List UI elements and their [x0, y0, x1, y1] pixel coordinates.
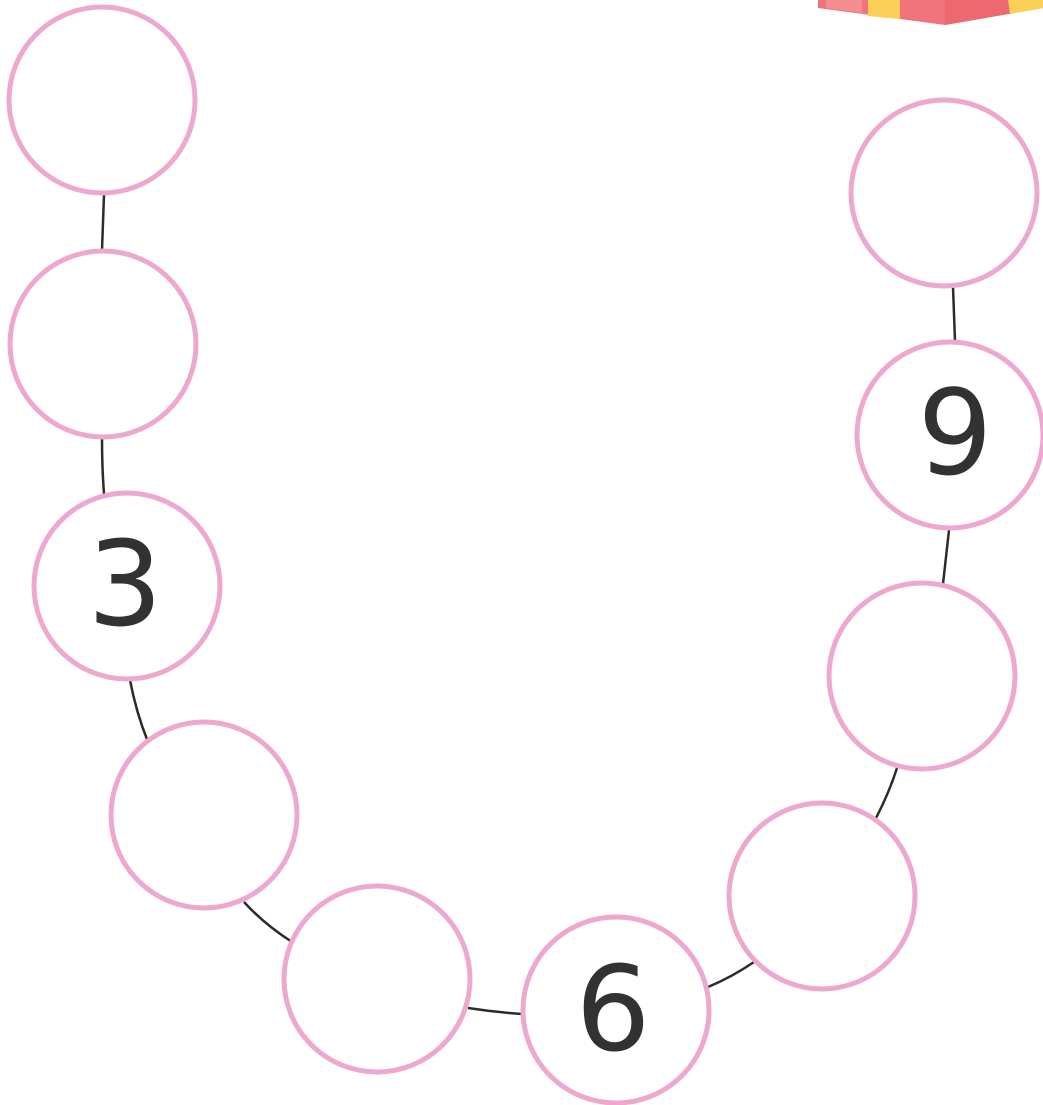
- string-segment: [244, 902, 292, 942]
- string-segment: [130, 680, 148, 742]
- bead[interactable]: 9: [857, 342, 1043, 528]
- string-segment: [953, 287, 955, 341]
- bead-label: 3: [87, 515, 162, 653]
- string-segment: [876, 768, 897, 818]
- string-segment: [468, 1008, 522, 1014]
- bead[interactable]: [10, 251, 196, 437]
- bead[interactable]: [284, 886, 470, 1072]
- string-segment: [943, 530, 949, 584]
- bead[interactable]: [829, 583, 1015, 769]
- bead-label: 6: [575, 940, 650, 1078]
- necklace-beads: 3 6 9: [9, 7, 1043, 1103]
- bead[interactable]: [111, 722, 297, 908]
- bead[interactable]: [729, 803, 915, 989]
- string-segment: [102, 438, 104, 494]
- string-segment: [708, 962, 754, 987]
- bead[interactable]: [9, 7, 195, 193]
- bead[interactable]: 6: [523, 917, 709, 1103]
- gift-box-icon: [818, 0, 1043, 25]
- gift-ribbon: [868, 0, 900, 19]
- bead[interactable]: 3: [34, 493, 220, 679]
- bead-label: 9: [917, 364, 992, 502]
- bead[interactable]: [851, 100, 1037, 286]
- string-segment: [102, 195, 104, 250]
- gift-ribbon: [1008, 0, 1043, 14]
